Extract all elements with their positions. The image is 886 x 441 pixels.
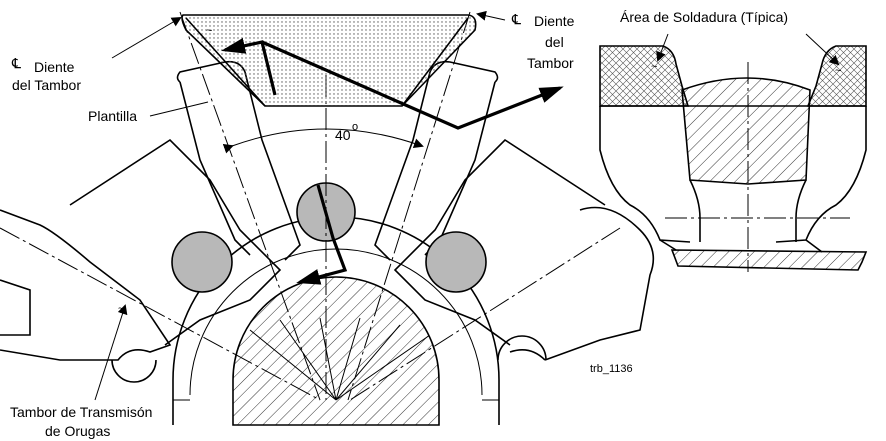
tooth-far-left	[0, 209, 172, 361]
hole-arrow	[296, 184, 348, 285]
tooth-section	[681, 77, 811, 185]
template-plate	[181, 14, 477, 107]
sprocket-drawing: ~ ~	[0, 10, 655, 426]
angle-arc	[222, 128, 424, 154]
bolt-hole-right	[425, 231, 487, 293]
drum-hub	[232, 276, 440, 426]
area-soldadura-label: Área de Soldadura (Típica)	[620, 9, 788, 25]
labels: ℄ Diente del Tambor ℄ Diente del Tambor …	[10, 9, 788, 439]
cl-symbol-left: ℄	[11, 55, 21, 71]
tooth-far-right	[544, 206, 655, 361]
weld-area-left	[599, 45, 690, 107]
diente-right-line2: del	[545, 34, 564, 50]
diente-right-line3: Tambor	[527, 55, 574, 71]
tooth-right	[393, 138, 606, 346]
tambor-line1: Tambor de Transmisón	[10, 404, 152, 420]
diente-left-line1: Diente	[34, 59, 75, 75]
diente-right-line1: Diente	[534, 13, 575, 29]
weld-area-right	[806, 45, 867, 107]
svg-text:~: ~	[651, 61, 657, 73]
figure-id: trb_1136	[590, 363, 633, 375]
angle-unit: o	[352, 121, 358, 133]
template-path-arrow	[261, 40, 564, 130]
svg-text:~: ~	[206, 25, 212, 37]
cross-section-drawing: ~ ~	[599, 33, 868, 272]
svg-text:~: ~	[835, 65, 841, 77]
cl-symbol-right: ℄	[511, 11, 521, 27]
tambor-line2: de Orugas	[45, 423, 110, 439]
diente-left-line2: del Tambor	[12, 77, 81, 93]
rim-base	[670, 249, 868, 271]
bolt-hole-left	[171, 231, 233, 293]
angle-label: 40	[335, 127, 351, 143]
tooth-left	[69, 138, 282, 346]
svg-text:~: ~	[118, 303, 124, 315]
plantilla-label: Plantilla	[88, 108, 137, 124]
